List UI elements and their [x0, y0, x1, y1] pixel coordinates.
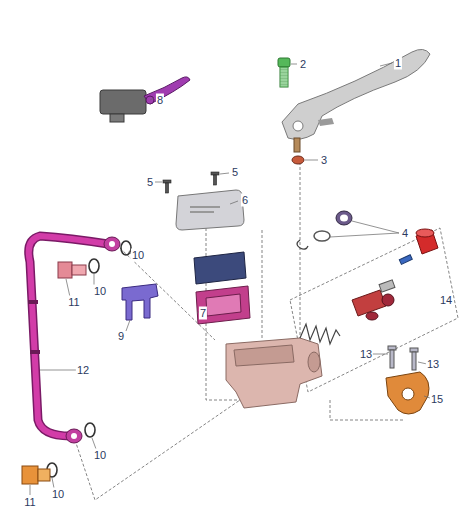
callout-number: 1: [394, 57, 402, 70]
callout-number: 10: [93, 285, 107, 298]
callout-number: 2: [299, 58, 307, 71]
callout-number: 10: [93, 449, 107, 462]
callout-number: 4: [401, 227, 409, 240]
callout-number: 8: [156, 94, 164, 107]
callout-number: 10: [131, 249, 145, 262]
callout-number: 15: [430, 393, 444, 406]
callout-number: 10: [51, 488, 65, 501]
callout-number: 12: [76, 364, 90, 377]
callout-number: 6: [241, 194, 249, 207]
callout-number: 7: [199, 307, 207, 320]
callout-number: 13: [359, 348, 373, 361]
callout-number: 3: [320, 154, 328, 167]
callout-number: 5: [231, 166, 239, 179]
callout-number: 11: [67, 296, 80, 309]
callout-number: 9: [117, 330, 125, 343]
callout-number: 11: [23, 496, 36, 509]
callout-number: 14: [439, 294, 453, 307]
callout-number: 13: [426, 358, 440, 371]
callout-number: 5: [146, 176, 154, 189]
